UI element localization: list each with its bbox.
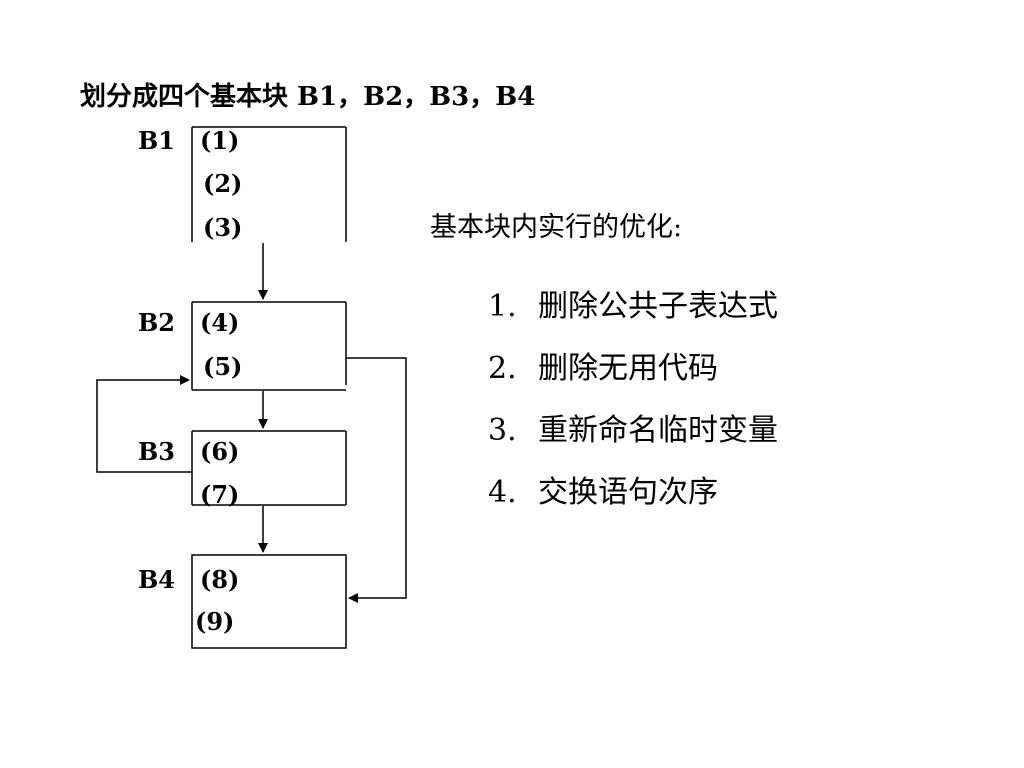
statement: (2) bbox=[203, 169, 243, 198]
statement: (1) bbox=[200, 126, 240, 155]
statement: (4) bbox=[200, 308, 240, 337]
list-number: 2. bbox=[488, 351, 517, 386]
list-text: 重新命名临时变量 bbox=[538, 413, 778, 448]
block-label-b1: B1 bbox=[138, 126, 175, 155]
statement: (9) bbox=[195, 607, 235, 636]
block-label-b2: B2 bbox=[138, 308, 175, 337]
optimizations-heading: 基本块内实行的优化: bbox=[430, 212, 683, 243]
edge-b2-b4 bbox=[346, 357, 407, 603]
block-label-b4: B4 bbox=[138, 565, 175, 594]
list-text: 删除无用代码 bbox=[538, 351, 718, 386]
edge-b3-loop-b2 bbox=[96, 375, 192, 473]
list-item: 4. 交换语句次序 bbox=[488, 467, 718, 511]
block-label-b3: B3 bbox=[138, 437, 175, 466]
list-number: 4. bbox=[488, 475, 517, 510]
block-b4-box bbox=[191, 554, 347, 649]
statement: (6) bbox=[200, 437, 240, 466]
statement: (8) bbox=[200, 565, 240, 594]
list-text: 交换语句次序 bbox=[538, 475, 718, 510]
page-title: 划分成四个基本块 B1，B2，B3，B4 bbox=[80, 82, 536, 112]
block-b2-box bbox=[191, 301, 347, 391]
statement: (5) bbox=[203, 352, 243, 381]
block-b1-box bbox=[191, 126, 347, 242]
list-number: 1. bbox=[488, 289, 517, 324]
list-item: 1. 删除公共子表达式 bbox=[488, 281, 778, 325]
statement: (7) bbox=[200, 480, 240, 509]
list-number: 3. bbox=[488, 413, 517, 448]
block-b3-box bbox=[191, 430, 347, 506]
statement: (3) bbox=[203, 213, 243, 242]
list-item: 3. 重新命名临时变量 bbox=[488, 405, 778, 449]
list-text: 删除公共子表达式 bbox=[538, 289, 778, 324]
list-item: 2. 删除无用代码 bbox=[488, 343, 718, 387]
